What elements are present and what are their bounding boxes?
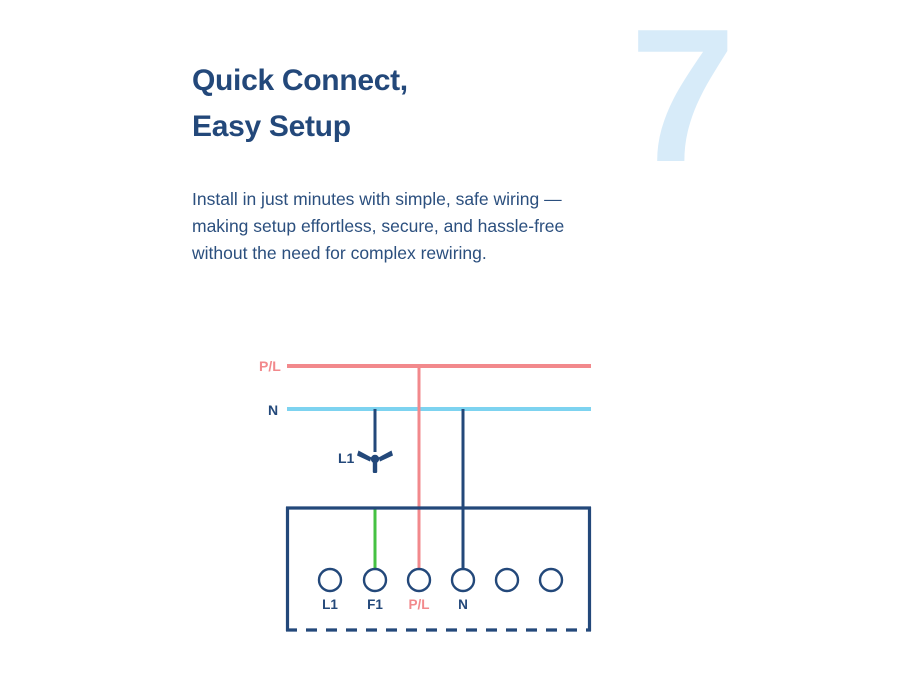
supply-label-n: N xyxy=(268,402,278,418)
terminal-n xyxy=(450,567,476,593)
terminal-pl xyxy=(406,567,432,593)
terminal-label-pl: P/L xyxy=(408,597,429,612)
terminal-label-l1: L1 xyxy=(322,597,338,612)
terminal-label-n: N xyxy=(458,597,468,612)
supply-label-pl: P/L xyxy=(259,358,281,374)
page-title-line-1: Quick Connect, xyxy=(192,64,408,97)
page-title-line-2: Easy Setup xyxy=(192,110,351,143)
terminal-label-f1: F1 xyxy=(367,597,383,612)
terminal-6 xyxy=(538,567,564,593)
body-paragraph: Install in just minutes with simple, saf… xyxy=(192,189,565,263)
ceiling-fan-icon xyxy=(357,450,393,473)
terminal-f1 xyxy=(362,567,388,593)
terminal-l1 xyxy=(317,567,343,593)
page-title: Quick Connect, Easy Setup xyxy=(192,58,622,150)
load-label-l1: L1 xyxy=(338,450,355,466)
step-number: 7 xyxy=(630,0,736,202)
terminal-5 xyxy=(494,567,520,593)
